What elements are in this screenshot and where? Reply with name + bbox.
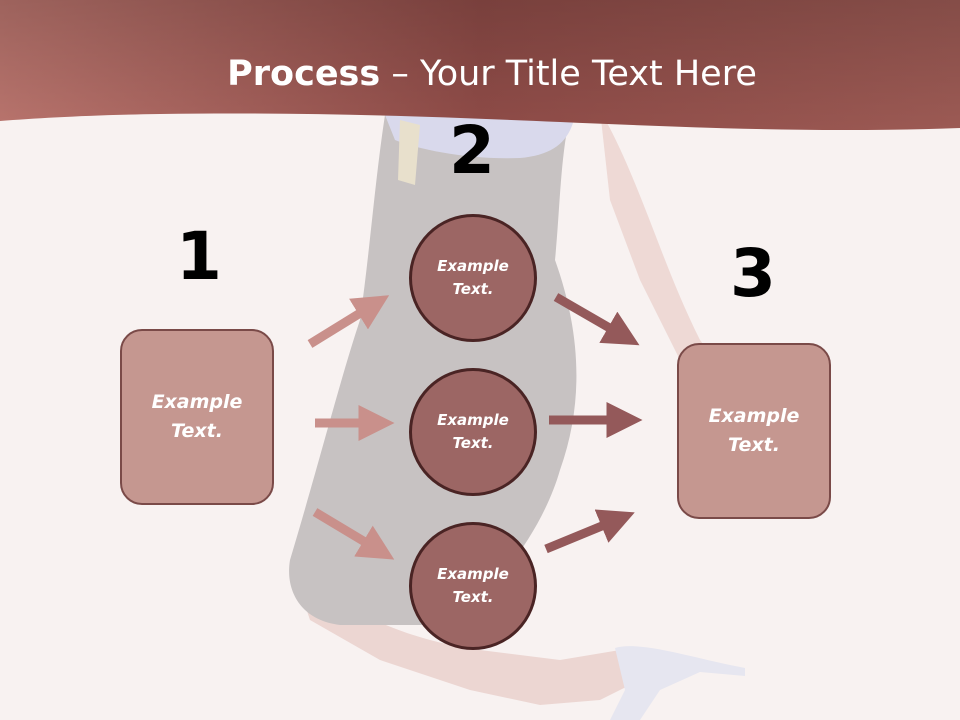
step-2-circle-1: Example Text.	[409, 214, 537, 342]
step-2-circle-3-label: Example Text.	[437, 565, 509, 606]
title-rest: – Your Title Text Here	[380, 54, 757, 94]
title-bold: Process	[227, 54, 381, 94]
step-3-box: Example Text.	[677, 343, 831, 519]
step-2-circle-3: Example Text.	[409, 522, 537, 650]
slide-title: Process – Your Title Text Here	[0, 52, 960, 96]
step-2-circle-1-label: Example Text.	[437, 257, 509, 298]
step-2-circle-2-label: Example Text.	[437, 411, 509, 452]
arrow-1-to-2a	[307, 295, 390, 348]
step-2-number: 2	[449, 112, 495, 189]
step-2-circle-2: Example Text.	[409, 368, 537, 496]
step-1-box: Example Text.	[120, 329, 274, 505]
arrow-2c-to-3	[544, 509, 635, 554]
step-1-number: 1	[176, 218, 222, 295]
step-3-number: 3	[730, 235, 776, 312]
arrow-2a-to-3	[553, 293, 640, 346]
step-3-label: Example Text.	[708, 405, 800, 456]
step-1-label: Example Text.	[151, 391, 243, 442]
arrow-1-to-2c	[312, 508, 395, 560]
